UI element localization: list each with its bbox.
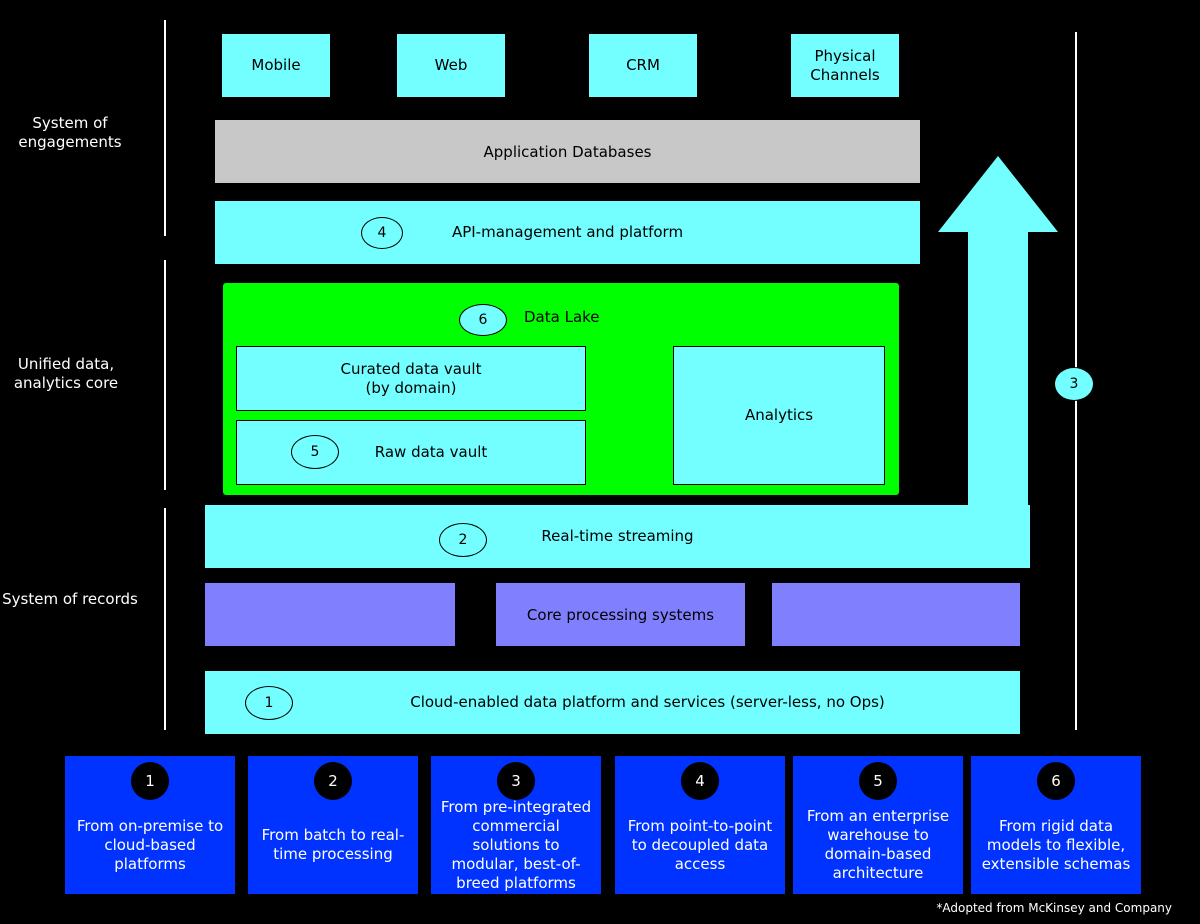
real-time-streaming: Real-time streaming [205, 505, 1030, 568]
shift-card-1: 1 From on-premise to cloud-based platfor… [65, 756, 235, 894]
shift-text-4: From point-to-point to decoupled data ac… [627, 816, 773, 873]
shift-text-2: From batch to real-time processing [261, 826, 405, 863]
shift-text-1: From on-premise to cloud-based platforms [76, 816, 224, 873]
application-databases: Application Databases [215, 120, 920, 183]
marker-2: 2 [439, 523, 487, 557]
core-processing-left [205, 583, 455, 646]
shift-text-5: From an enterprise warehouse to domain-b… [806, 807, 950, 882]
analytics-box: Analytics [673, 346, 885, 485]
shift-card-2: 2 From batch to real-time processing [248, 756, 418, 894]
label-unified-data: Unified data, analytics core [13, 355, 119, 392]
cloud-data-platform: Cloud-enabled data platform and services… [205, 671, 1020, 734]
marker-1: 1 [245, 686, 293, 720]
api-management-layer: API-management and platform [215, 201, 920, 264]
label-system-of-records: System of records [2, 590, 138, 608]
label-system-of-engagements: System of engagements [18, 114, 122, 151]
api-management-label: API-management and platform [451, 223, 684, 241]
marker-3: 3 [1054, 367, 1094, 401]
channel-web: Web [397, 34, 505, 97]
shift-number-2: 2 [314, 762, 352, 800]
shift-text-6: From rigid data models to flexible, exte… [981, 816, 1131, 873]
shift-number-5: 5 [859, 762, 897, 800]
shift-number-3: 3 [497, 762, 535, 800]
data-lake-title: Data Lake [524, 308, 600, 326]
shift-text-3: From pre-integrated commercial solutions… [440, 797, 592, 892]
real-time-streaming-label: Real-time streaming [541, 527, 694, 545]
marker-6: 6 [459, 304, 507, 336]
shift-card-3: 3 From pre-integrated commercial solutio… [431, 756, 601, 894]
shift-card-5: 5 From an enterprise warehouse to domain… [793, 756, 963, 894]
shift-number-6: 6 [1037, 762, 1075, 800]
records-divider [164, 508, 166, 730]
channel-mobile: Mobile [222, 34, 330, 97]
marker-5: 5 [291, 435, 339, 469]
core-processing-systems: Core processing systems [496, 583, 745, 646]
raw-data-vault: Raw data vault [236, 420, 586, 485]
channel-physical: Physical Channels [791, 34, 899, 97]
shift-number-1: 1 [131, 762, 169, 800]
channel-crm: CRM [589, 34, 697, 97]
marker-4: 4 [361, 217, 403, 249]
shift-card-6: 6 From rigid data models to flexible, ex… [971, 756, 1141, 894]
shift-card-4: 4 From point-to-point to decoupled data … [615, 756, 785, 894]
core-processing-right [772, 583, 1020, 646]
footnote: *Adopted from McKinsey and Company [936, 901, 1172, 915]
unified-divider [164, 260, 166, 490]
shift-number-4: 4 [681, 762, 719, 800]
curated-data-vault: Curated data vault (by domain) [236, 346, 586, 411]
engagements-divider [164, 20, 166, 236]
streaming-up-arrow [938, 156, 1058, 568]
